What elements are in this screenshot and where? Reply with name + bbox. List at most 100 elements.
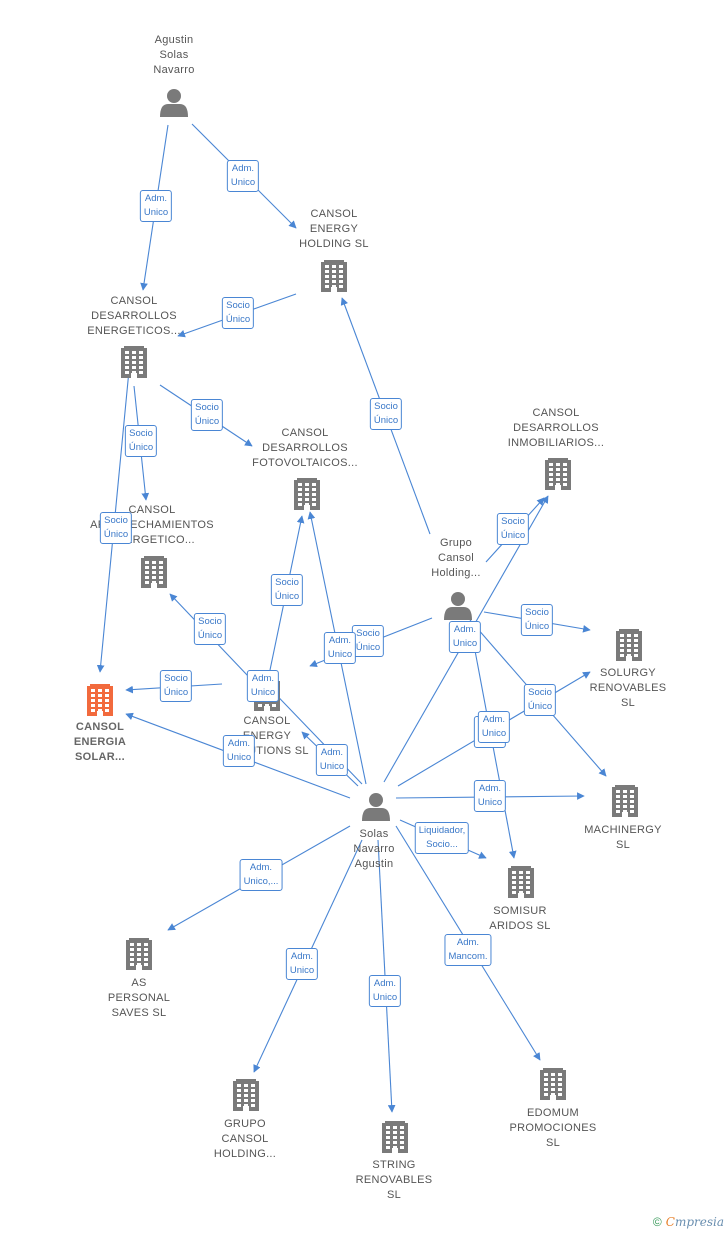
node-label-line: PERSONAL: [107, 992, 171, 1004]
building-icon-machinergy[interactable]: [612, 785, 638, 817]
relation-badge-line: Adm.: [328, 635, 352, 646]
node-label-line: ARIDOS SL: [489, 920, 551, 932]
relation-badge-line: Adm.: [251, 673, 275, 684]
relation-badge[interactable]: Adm.Unico: [139, 190, 173, 222]
relation-badge[interactable]: Adm.Unico: [226, 160, 260, 192]
node-label-line: Agustin: [154, 34, 194, 46]
relation-badge[interactable]: Adm. Unico: [315, 744, 349, 776]
node-label-line: SL: [620, 697, 636, 709]
node-label-line: Navarro: [153, 64, 195, 76]
relation-badge[interactable]: Adm. Unico,...: [239, 859, 283, 891]
building-icon-cansol-desarrollos-inmobiliarios[interactable]: [545, 458, 571, 490]
relation-badge-line: Único: [194, 416, 220, 427]
node-label-line: DESARROLLOS: [262, 442, 348, 454]
relation-badge[interactable]: Adm.Unico: [477, 711, 511, 743]
building-icon-cansol-energy-holding[interactable]: [321, 260, 347, 292]
node-label-line: ENERGETICOS...: [87, 325, 181, 337]
building-icon-cansol-energia-solar[interactable]: [87, 684, 113, 716]
person-icon-agustin-person[interactable]: [160, 89, 188, 117]
relation-badge[interactable]: Adm. Unico: [222, 735, 256, 767]
node-label-line: FOTOVOLTAICOS...: [252, 457, 358, 469]
relation-badge-line: Socio: [356, 628, 380, 639]
relation-badge[interactable]: Adm.Unico: [368, 975, 402, 1007]
node-label-line: PROMOCIONES: [509, 1122, 597, 1134]
node-label-line: HOLDING SL: [299, 238, 369, 250]
node-label-line: Solas: [359, 828, 389, 840]
node-label-line: CANSOL: [532, 407, 580, 419]
relation-badge-line: Único: [524, 621, 550, 632]
relation-badge[interactable]: Liquidador,Socio...: [414, 822, 470, 854]
person-icon-solas-person[interactable]: [362, 793, 390, 821]
node-label-line: Cansol: [437, 552, 475, 564]
node-label-line: RENOVABLES: [355, 1174, 433, 1186]
building-icon-grupo-cansol-company[interactable]: [233, 1079, 259, 1111]
relation-badge-line: Único: [163, 687, 189, 698]
relation-badge-line: Socio: [104, 515, 128, 526]
node-label-line: ENERGY: [309, 223, 359, 235]
relation-badge-line: Unico: [452, 638, 478, 649]
relation-badge-line: Unico,...: [243, 876, 279, 887]
node-label-cansol-desarrollos-fotovoltaicos[interactable]: CANSOL DESARROLLOS FOTOVOLTAICOS...: [252, 426, 358, 471]
relation-badge[interactable]: Adm.Unico: [448, 621, 482, 653]
building-icon-string[interactable]: [382, 1121, 408, 1153]
empresia-logo[interactable]: Cmpresia: [665, 1215, 724, 1229]
relation-badge[interactable]: Adm.Unico: [323, 632, 357, 664]
relation-badge-line: Unico: [319, 761, 345, 772]
relation-badge-line: Único: [527, 701, 553, 712]
building-icon-cansol-desarrollos-energeticos[interactable]: [121, 346, 147, 378]
building-icon-edomum[interactable]: [540, 1068, 566, 1100]
person-icon-grupo-cansol-person[interactable]: [444, 592, 472, 620]
building-icon-cansol-desarrollos-fotovoltaicos[interactable]: [294, 478, 320, 510]
building-icon-cansol-aprovechamientos[interactable]: [141, 556, 167, 588]
relation-badge-line: Adm.: [249, 862, 273, 873]
relation-badge[interactable]: Adm.Unico: [473, 780, 507, 812]
relation-badge[interactable]: Adm.Unico: [285, 948, 319, 980]
building-icon-solurgy[interactable]: [616, 629, 642, 661]
node-label-line: GRUPO: [224, 1118, 266, 1130]
node-label-line: SAVES SL: [111, 1007, 167, 1019]
node-label-line: HOLDING...: [213, 1148, 277, 1160]
relation-badge-line: Socio: [129, 428, 153, 439]
node-label-line: CANSOL: [281, 427, 329, 439]
relation-badge-line: Adm.: [231, 163, 255, 174]
relation-badge-line: Adm.: [227, 738, 251, 749]
node-label-line: MACHINERGY: [584, 824, 662, 836]
building-icon-somisur[interactable]: [508, 866, 534, 898]
relation-badge-line: Unico: [226, 752, 252, 763]
node-label-line: CANSOL: [243, 715, 291, 727]
relation-badge-line: Único: [500, 530, 526, 541]
relation-badge[interactable]: Adm.Mancom.: [444, 934, 492, 966]
relation-badge-line: Socio: [164, 673, 188, 684]
node-label-line: DESARROLLOS: [513, 422, 599, 434]
node-label-line: Holding...: [431, 567, 481, 579]
building-icon-as-personal[interactable]: [126, 938, 152, 970]
relation-badge-line: Adm.: [320, 747, 344, 758]
relation-badge[interactable]: Adm.Unico: [246, 670, 280, 702]
